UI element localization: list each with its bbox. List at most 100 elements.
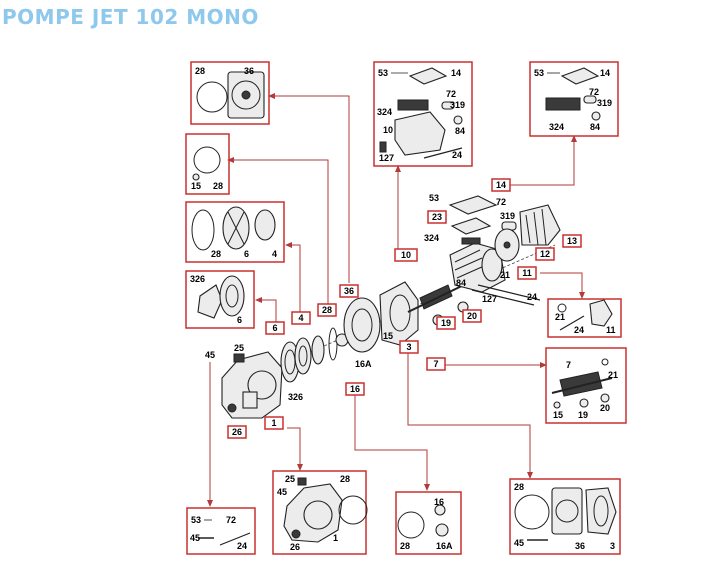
terminal-label-72: 72 — [589, 87, 599, 97]
gasket-label-28: 28 — [195, 66, 205, 76]
detail-box-flange-kit — [509, 478, 621, 555]
assembly-label-25: 25 — [234, 343, 244, 353]
diffuser-label-6: 6 — [237, 315, 242, 325]
terminal-label-53: 53 — [534, 68, 544, 78]
ref-box-23 — [427, 210, 447, 224]
rotor-label-19: 19 — [578, 410, 588, 420]
flange-label-28: 28 — [514, 482, 524, 492]
screw-label-72: 72 — [226, 515, 236, 525]
assembly-label-127: 127 — [482, 294, 497, 304]
oring-part — [328, 327, 338, 361]
impeller-label-6: 6 — [244, 249, 249, 259]
central-assembly — [221, 195, 561, 419]
ref-box-10 — [394, 248, 418, 262]
flange-plate-part — [343, 297, 381, 353]
ref-label-4: 4 — [298, 313, 303, 323]
oring-label-28: 28 — [213, 181, 223, 191]
ref-box-12 — [535, 247, 555, 261]
motor-head-label-10: 10 — [383, 125, 393, 135]
pump-body-part — [221, 351, 283, 419]
motor-head-label-324: 324 — [377, 107, 392, 117]
ref-box-3 — [399, 340, 419, 354]
gasket-label-36: 36 — [244, 66, 254, 76]
ring-part — [311, 335, 325, 365]
terminal-label-324: 324 — [549, 122, 564, 132]
detail-box-impeller-set — [185, 201, 285, 263]
ref-label-1: 1 — [271, 418, 276, 428]
ref-label-11: 11 — [522, 268, 532, 278]
page-title: POMPE JET 102 MONO — [2, 5, 259, 29]
ref-label-12: 12 — [540, 249, 550, 259]
seal-label-16: 16 — [434, 497, 444, 507]
assembly-label-53: 53 — [429, 193, 439, 203]
screw-label-45: 45 — [190, 533, 200, 543]
ref-box-19 — [436, 316, 456, 330]
detail-box-pump-body — [272, 470, 367, 555]
ref-label-3: 3 — [406, 342, 411, 352]
ref-box-1 — [264, 416, 284, 430]
assembly-label-72: 72 — [496, 197, 506, 207]
motor-head-label-24: 24 — [452, 150, 462, 160]
motor-head-label-72: 72 — [446, 89, 456, 99]
terminal-label-14: 14 — [600, 68, 610, 78]
fan-cover-part — [519, 204, 561, 246]
detail-box-seal-kit — [395, 491, 462, 555]
ref-label-13: 13 — [567, 236, 577, 246]
ref-box-20 — [462, 309, 482, 323]
rotor-label-21: 21 — [608, 370, 618, 380]
terminal-box-part — [448, 195, 498, 245]
impeller-label-28: 28 — [211, 249, 221, 259]
assembly-label-326: 326 — [288, 392, 303, 402]
assembly-label-21: 21 — [500, 270, 510, 280]
impeller-label-4: 4 — [272, 249, 277, 259]
oring-label-15: 15 — [191, 181, 201, 191]
bearing-label-24: 24 — [574, 325, 584, 335]
body-label-45: 45 — [277, 487, 287, 497]
screw-label-24: 24 — [237, 541, 247, 551]
ref-label-10: 10 — [401, 250, 411, 260]
assembly-label-26: 26 — [232, 427, 242, 437]
assembly-label-45: 45 — [205, 350, 215, 360]
ref-box-6 — [265, 321, 285, 335]
ref-label-14: 14 — [496, 180, 506, 190]
detail-box-gasket-diffuser — [190, 61, 270, 125]
motor-head-label-53: 53 — [378, 68, 388, 78]
ref-label-20: 20 — [467, 311, 477, 321]
motor-head-label-14: 14 — [451, 68, 461, 78]
flange-label-36: 36 — [575, 541, 585, 551]
bearing-label-11: 11 — [606, 325, 616, 335]
rotor-label-20: 20 — [600, 403, 610, 413]
body-label-25: 25 — [285, 474, 295, 484]
bearing-label-21: 21 — [555, 312, 565, 322]
motor-head-label-127: 127 — [379, 153, 394, 163]
ref-label-16: 16 — [350, 384, 360, 394]
ref-box-4 — [291, 311, 311, 325]
rotor-label-15: 15 — [553, 410, 563, 420]
seal-label-16a: 16A — [436, 541, 453, 551]
ref-label-36: 36 — [344, 286, 354, 296]
ref-box-16 — [345, 382, 365, 396]
ref-box-28 — [317, 303, 337, 317]
assembly-label-16a: 16A — [355, 359, 372, 369]
terminal-label-319: 319 — [597, 98, 612, 108]
detail-box-diffuser — [185, 270, 255, 329]
detail-box-terminal-kit — [529, 61, 619, 137]
diffuser-label-326: 326 — [190, 274, 205, 284]
ref-label-7: 7 — [433, 359, 438, 369]
ref-box-7 — [426, 357, 446, 371]
detail-drawings — [191, 67, 617, 546]
rotor-label-7: 7 — [566, 360, 571, 370]
ref-label-28: 28 — [322, 305, 332, 315]
flange-label-3: 3 — [610, 541, 615, 551]
ref-box-11 — [517, 266, 537, 280]
detail-box-front-bearing — [547, 298, 622, 338]
ref-box-13 — [562, 234, 582, 248]
body-label-28: 28 — [340, 474, 350, 484]
assembly-label-24: 24 — [527, 292, 537, 302]
assembly-label-15: 15 — [383, 331, 393, 341]
assembly-label-324: 324 — [424, 233, 439, 243]
fan-part — [494, 228, 520, 262]
terminal-label-84: 84 — [590, 122, 600, 132]
body-label-1: 1 — [333, 533, 338, 543]
